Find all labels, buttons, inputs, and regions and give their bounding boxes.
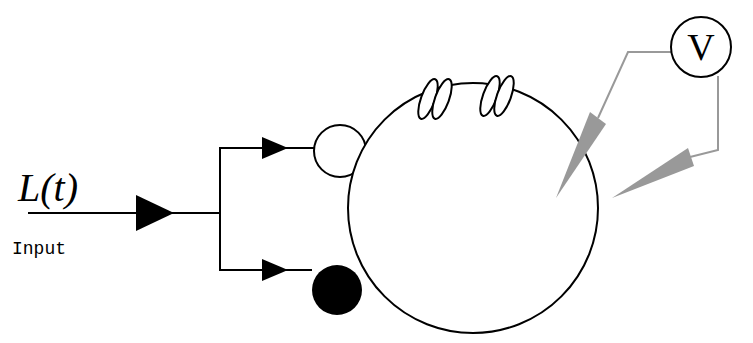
recording-electrode: [556, 112, 606, 198]
input-arrowhead: [136, 195, 174, 231]
inhibitory-synapse: [312, 265, 362, 315]
inhibitory-arrowhead: [262, 259, 288, 281]
electrode-wire: [598, 52, 672, 118]
branch-line: [220, 148, 315, 270]
voltmeter: V: [669, 15, 733, 79]
electrode-wire: [686, 76, 718, 158]
cell-body: [348, 83, 598, 333]
input-label: Input: [12, 240, 66, 258]
ion-channel: [414, 74, 518, 121]
signal-name: L(t): [18, 168, 78, 208]
reference-electrode: [612, 148, 694, 198]
input-line: [28, 212, 220, 214]
meter-symbol: V: [669, 15, 733, 79]
voltmeter-circle: [671, 17, 731, 77]
excitatory-arrowhead: [262, 137, 288, 159]
